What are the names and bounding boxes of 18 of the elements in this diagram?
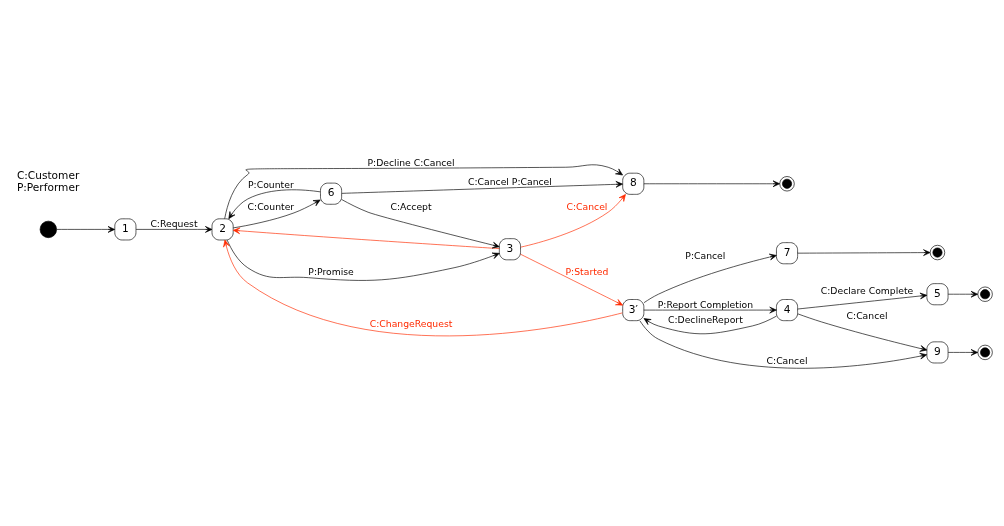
edge-label: C:Declare Complete (820, 284, 914, 296)
edge-label: C:Cancel (566, 200, 608, 212)
edge-label: P:Promise (308, 265, 354, 277)
edge-label: P:Counter (248, 178, 294, 190)
edge-label: C:Accept (390, 200, 432, 212)
edge-label: P:Started (565, 265, 609, 277)
edge-label: C:Cancel (846, 309, 888, 321)
edge-label: C:DeclineReport (667, 313, 743, 325)
edge-label: C:Counter (247, 200, 295, 212)
edge-label: C:Request (150, 217, 198, 229)
edge-label: P:Decline C:Cancel (367, 156, 455, 168)
edge-label: P:Cancel (685, 249, 726, 261)
label: P:Performer (16, 180, 80, 193)
label: C:Customer (16, 168, 80, 181)
edge-label: C:Cancel (766, 354, 808, 366)
edge-label: P:Report Completion (657, 298, 753, 310)
edge-label: C:ChangeRequest (369, 317, 453, 329)
edge-label: C:Cancel P:Cancel (467, 175, 552, 187)
